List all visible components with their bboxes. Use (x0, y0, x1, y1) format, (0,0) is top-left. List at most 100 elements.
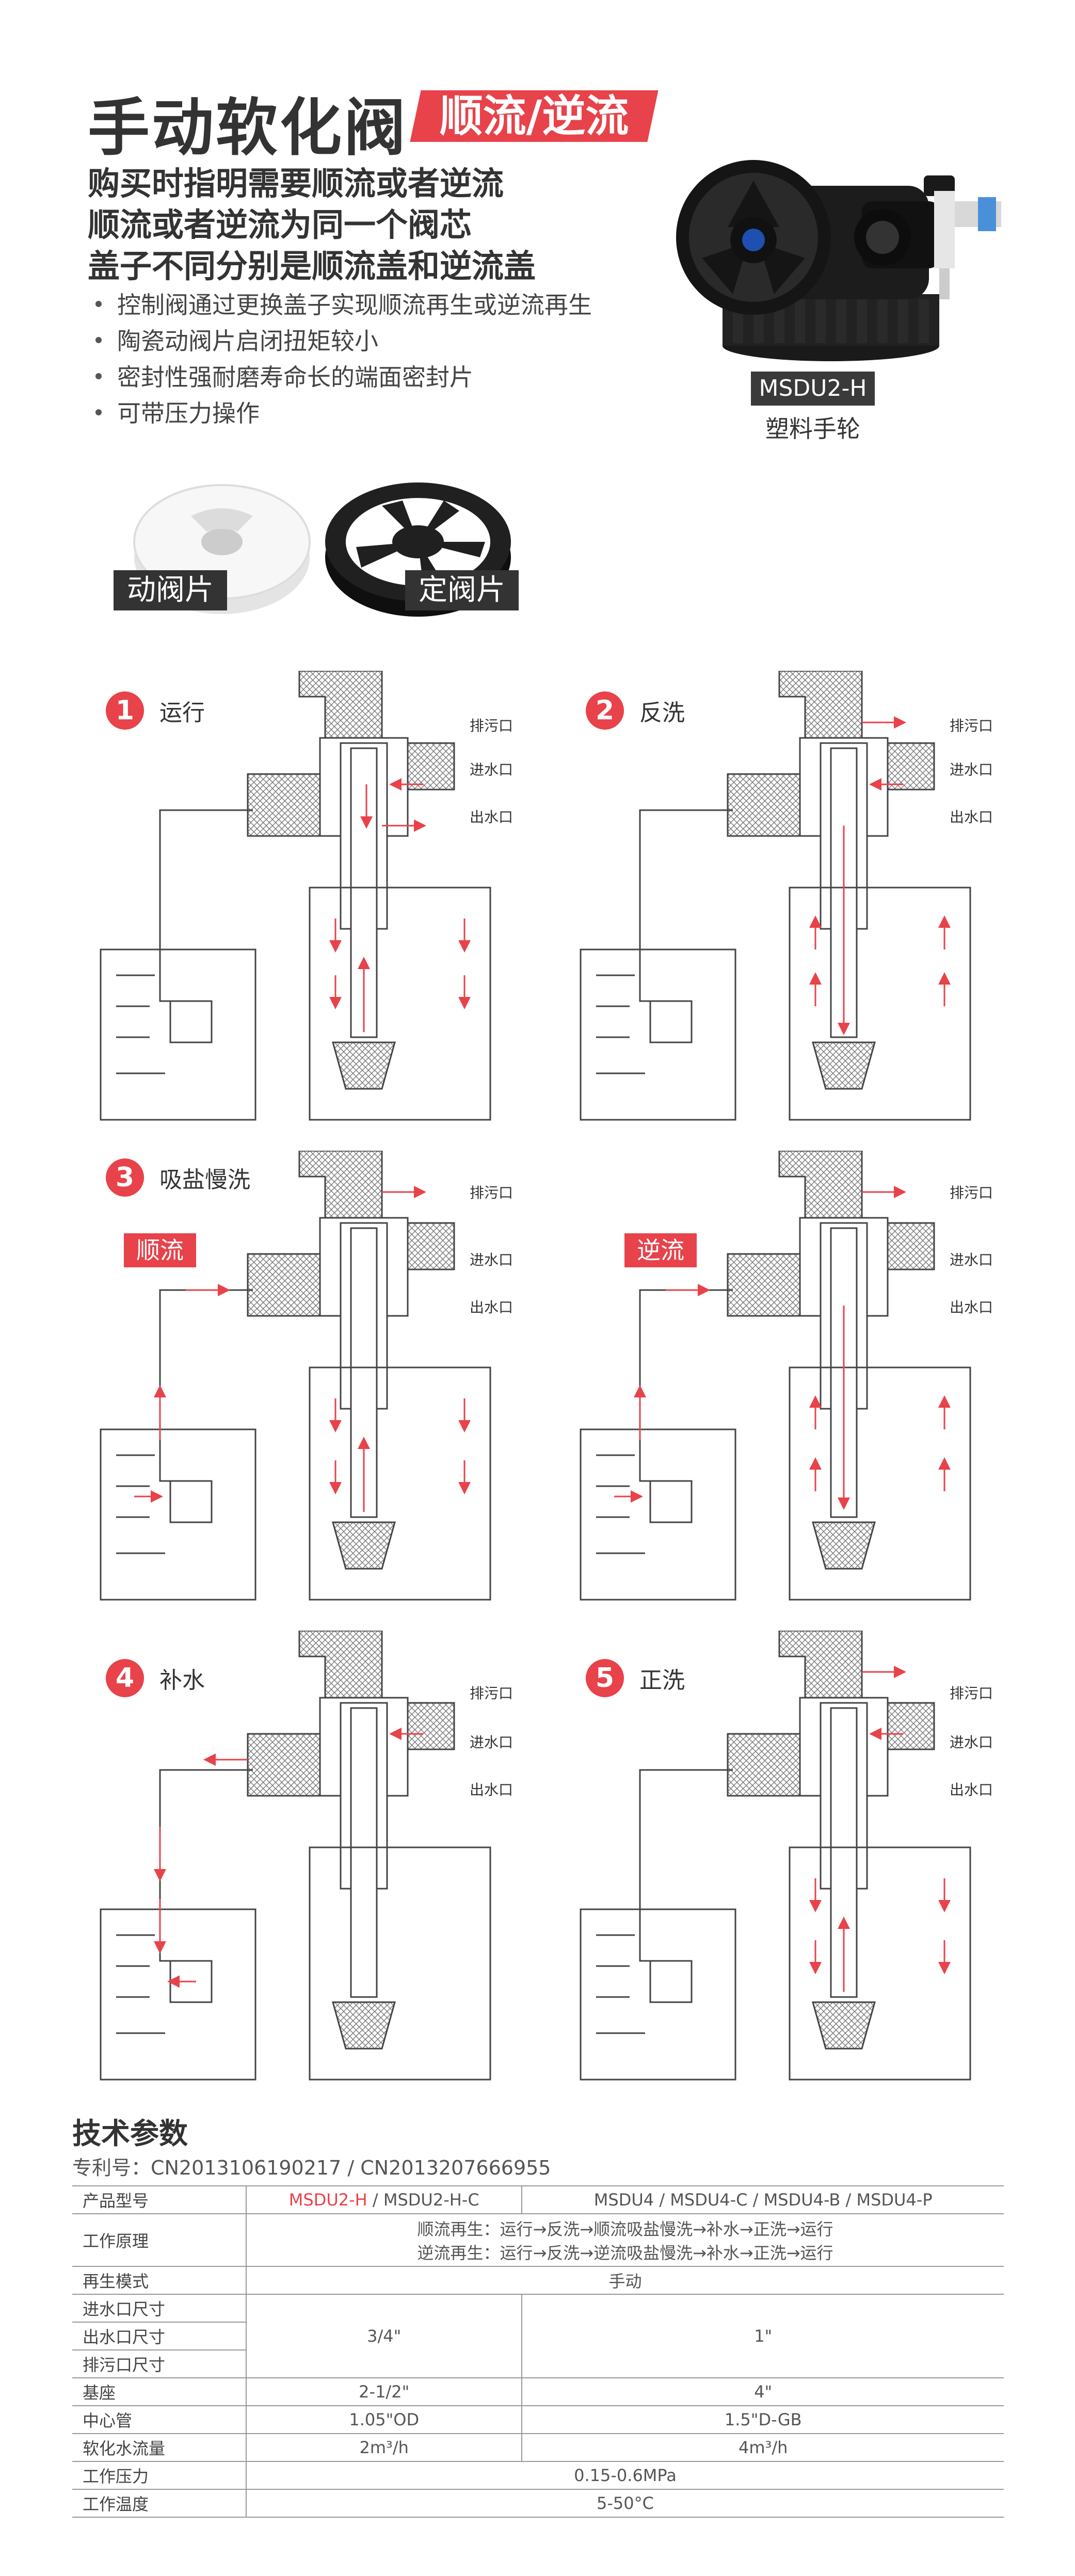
row-label: 进水口尺寸 (72, 2294, 247, 2323)
table-row: 基座 2-1/2" 4" (72, 2377, 1004, 2406)
inlet-port-label: 进水口 (470, 1251, 514, 1268)
patent-number: 专利号：CN2013106190217 / CN2013207666955 (72, 2156, 551, 2179)
table-row: 排污口尺寸 (72, 2349, 1004, 2378)
model-a: MSDU2-H / MSDU2-H-C (246, 2185, 523, 2214)
model-a-highlight: MSDU2-H (288, 2190, 367, 2210)
row-label: 软化水流量 (72, 2433, 247, 2462)
valve-diagram (580, 1631, 971, 2081)
valve-diagram (580, 1151, 971, 1601)
tube-b: 1.5"D-GB (522, 2405, 1004, 2434)
principle-line-1: 顺流再生：运行→反洗→顺流吸盐慢洗→补水→正洗→运行 (417, 2219, 833, 2239)
step-number: 3 (106, 1158, 144, 1197)
bullet-3: 密封性强耐磨寿命长的端面密封片 (95, 359, 473, 393)
cocurrent-tag: 顺流 (124, 1233, 196, 1267)
valve-diagram (100, 1631, 491, 2081)
lead-line-1: 购买时指明需要顺流或者逆流 (88, 165, 504, 202)
valve-product-image (676, 160, 1001, 361)
model-a-rest: / MSDU2-H-C (367, 2190, 479, 2210)
drain-port-label: 排污口 (470, 1184, 514, 1201)
table-row: 出水口尺寸 (72, 2322, 1004, 2350)
flow-b: 4m³/h (522, 2433, 1004, 2462)
drain-port-label: 排污口 (470, 1685, 514, 1702)
step-name: 反洗 (639, 700, 685, 726)
diagram-step-5: 5 正洗 排污口 进水口 出水口 (573, 1631, 996, 2085)
port-size-a: 3/4" (246, 2294, 523, 2378)
lead-line-3: 盖子不同分别是顺流盖和逆流盖 (88, 247, 536, 285)
principle-line-2: 逆流再生：运行→反洗→逆流吸盐慢洗→补水→正洗→运行 (417, 2243, 833, 2263)
countercurrent-tag: 逆流 (624, 1233, 697, 1267)
base-b: 4" (522, 2377, 1004, 2406)
step-number: 5 (586, 1659, 624, 1697)
base-a: 2-1/2" (246, 2377, 523, 2406)
spec-title: 技术参数 (72, 2117, 188, 2151)
bullet-2: 陶瓷动阀片启闭扭矩较小 (95, 323, 378, 357)
outlet-port-label: 出水口 (470, 1299, 514, 1316)
step-name: 吸盐慢洗 (159, 1167, 250, 1193)
table-row: 工作原理 顺流再生：运行→反洗→顺流吸盐慢洗→补水→正洗→运行 逆流再生：运行→… (72, 2213, 1004, 2267)
inlet-port-label: 进水口 (950, 1734, 993, 1751)
row-label: 排污口尺寸 (72, 2349, 247, 2378)
outlet-port-label: 出水口 (950, 809, 993, 826)
inlet-port-label: 进水口 (950, 761, 993, 778)
outlet-port-label: 出水口 (950, 1781, 993, 1798)
drain-port-label: 排污口 (950, 717, 993, 734)
model-caption: 塑料手轮 (765, 415, 860, 443)
bullet-4: 可带压力操作 (95, 395, 260, 429)
valve-diagram (580, 671, 971, 1121)
valve-diagram (100, 671, 491, 1121)
diagram-step-3-countercurrent: 逆流 排污口 进水口 出水口 (573, 1151, 996, 1605)
model-badge: MSDU2-H (751, 372, 875, 406)
table-row: 中心管 1.05"OD 1.5"D-GB (72, 2405, 1004, 2434)
pressure-value: 0.15-0.6MPa (246, 2461, 1004, 2490)
model-b: MSDU4 / MSDU4-C / MSDU4-B / MSDU4-P (522, 2185, 1004, 2214)
row-label: 再生模式 (72, 2266, 247, 2295)
step-name: 补水 (159, 1667, 205, 1694)
outlet-port-label: 出水口 (470, 1781, 514, 1798)
page-title: 手动软化阀 (88, 92, 408, 164)
diagram-step-1: 1 运行 排污口 进水口 出水口 (93, 671, 516, 1125)
diagram-step-4: 4 补水 排污口 进水口 出水口 (93, 1631, 516, 2085)
regen-value: 手动 (246, 2266, 1004, 2295)
principle-value: 顺流再生：运行→反洗→顺流吸盐慢洗→补水→正洗→运行 逆流再生：运行→反洗→逆流… (246, 2213, 1004, 2267)
row-label: 产品型号 (72, 2185, 247, 2214)
port-size-b: 1" (522, 2294, 1004, 2378)
diagram-step-2: 2 反洗 排污口 进水口 出水口 (573, 671, 996, 1125)
temp-value: 5-50°C (246, 2489, 1004, 2518)
row-label: 基座 (72, 2377, 247, 2406)
fixed-disc-image (325, 482, 511, 617)
table-row: 工作压力 0.15-0.6MPa (72, 2461, 1004, 2490)
diagram-step-3-cocurrent: 3 吸盐慢洗 顺流 排污口 进水口 出水口 (93, 1151, 516, 1605)
flow-a: 2m³/h (246, 2433, 523, 2462)
table-row: 进水口尺寸 3/4" 1" (72, 2294, 1004, 2378)
table-row: 产品型号 MSDU2-H / MSDU2-H-C MSDU4 / MSDU4-C… (72, 2185, 1004, 2214)
moving-disc-label: 动阀片 (114, 570, 227, 610)
step-name: 正洗 (639, 1667, 685, 1694)
drain-port-label: 排污口 (950, 1685, 993, 1702)
outlet-port-label: 出水口 (950, 1299, 993, 1316)
row-label: 出水口尺寸 (72, 2322, 247, 2350)
tube-a: 1.05"OD (246, 2405, 523, 2434)
step-number: 1 (106, 691, 144, 730)
fixed-disc-label: 定阀片 (405, 570, 519, 610)
table-row: 再生模式 手动 (72, 2266, 1004, 2295)
inlet-port-label: 进水口 (470, 1734, 514, 1751)
row-label: 工作压力 (72, 2461, 247, 2490)
table-row: 软化水流量 2m³/h 4m³/h (72, 2433, 1004, 2462)
row-label: 工作温度 (72, 2489, 247, 2518)
lead-line-2: 顺流或者逆流为同一个阀芯 (88, 206, 472, 244)
drain-port-label: 排污口 (950, 1184, 993, 1201)
table-row: 工作温度 5-50°C (72, 2489, 1004, 2518)
inlet-port-label: 进水口 (470, 761, 514, 778)
title-tag: 顺流/逆流 (410, 90, 659, 142)
step-number: 2 (586, 691, 624, 730)
row-label: 中心管 (72, 2405, 247, 2434)
step-number: 4 (106, 1659, 144, 1697)
valve-diagram (100, 1151, 491, 1601)
inlet-port-label: 进水口 (950, 1251, 993, 1268)
outlet-port-label: 出水口 (470, 809, 514, 826)
row-label: 工作原理 (72, 2213, 247, 2267)
spec-table: 产品型号 MSDU2-H / MSDU2-H-C MSDU4 / MSDU4-C… (72, 2185, 1004, 2518)
drain-port-label: 排污口 (470, 717, 514, 734)
step-name: 运行 (159, 700, 205, 726)
bullet-1: 控制阀通过更换盖子实现顺流再生或逆流再生 (95, 286, 592, 320)
